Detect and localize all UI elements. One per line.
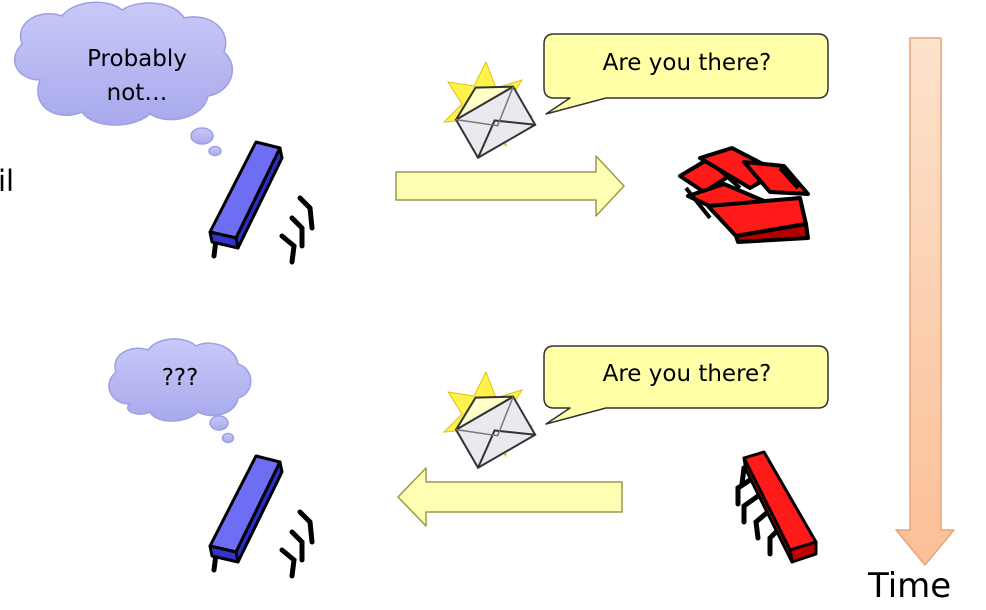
message-arrow-left	[398, 468, 622, 526]
speech-text-top: Are you there?	[546, 50, 828, 76]
thought-text-top: Probably not…	[62, 42, 212, 110]
crashed-red-chip-icon	[680, 148, 808, 242]
red-chip-icon	[738, 452, 816, 562]
speech-text-bottom: Are you there?	[546, 361, 828, 387]
time-label: Time	[868, 566, 951, 606]
blue-chip-icon	[210, 456, 312, 576]
time-arrow	[896, 38, 954, 565]
message-arrow-right	[396, 156, 624, 216]
thought-text-bottom: ???	[130, 361, 230, 395]
edge-text-fragment: il	[0, 164, 14, 198]
envelope-icon	[444, 372, 535, 468]
envelope-icon	[444, 62, 535, 158]
blue-chip-icon	[210, 142, 312, 262]
